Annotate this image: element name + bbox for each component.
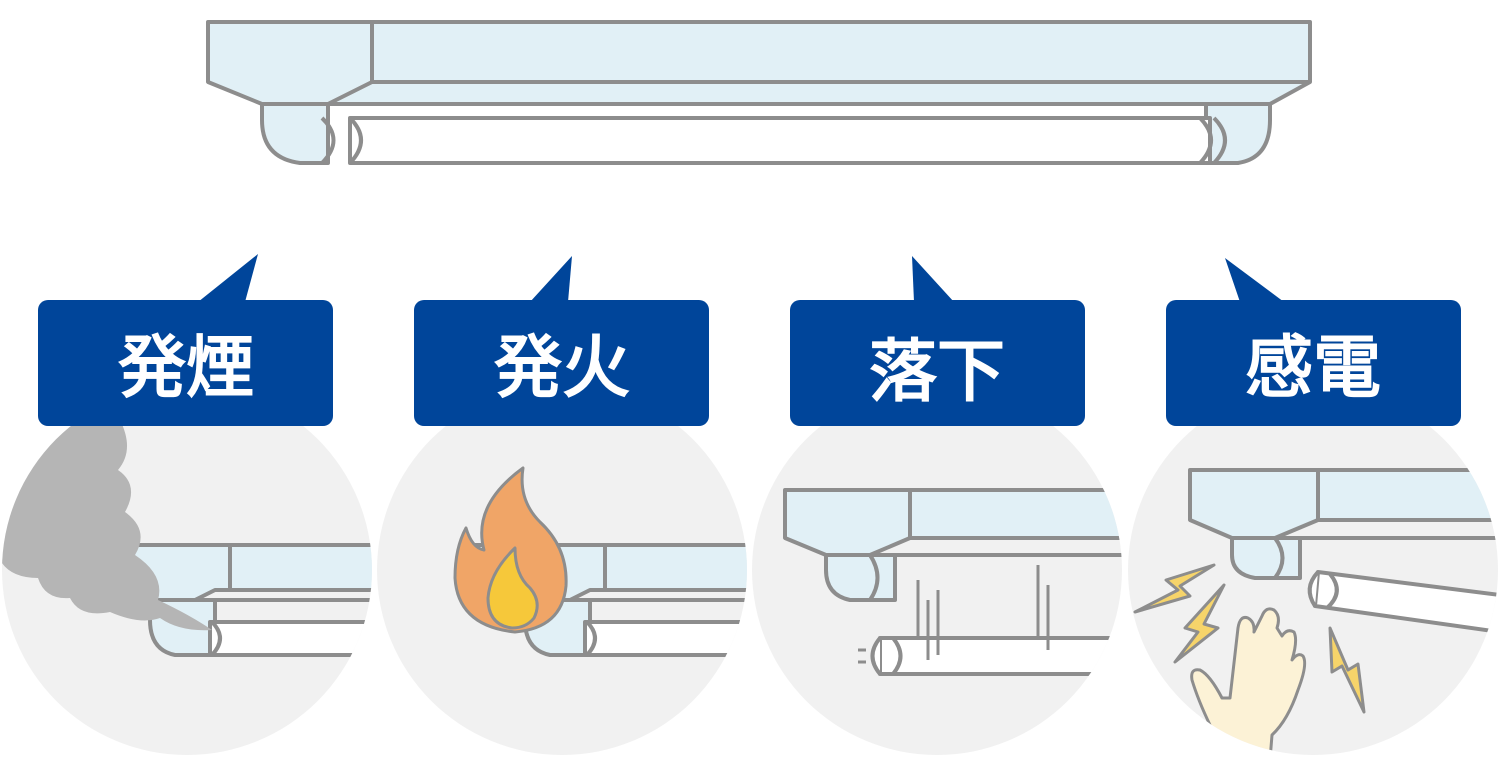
label-bubble-shock: 感電 xyxy=(1166,258,1461,426)
fixture-tube xyxy=(348,116,1212,165)
hand-icon xyxy=(1190,607,1307,755)
panel-background xyxy=(1128,385,1498,755)
falling-tube-icon xyxy=(858,565,1122,676)
panel-smoke xyxy=(2,385,372,755)
panel-fire xyxy=(377,385,747,755)
label-bubble-smoke: 発煙 xyxy=(38,254,333,426)
fixture-left-endcap xyxy=(260,102,330,165)
label-text: 感電 xyxy=(1245,329,1381,408)
fixture-closeup xyxy=(1188,468,1498,580)
panel-fall xyxy=(752,385,1122,755)
fixture-closeup xyxy=(783,488,1122,602)
label-text: 発煙 xyxy=(118,329,254,408)
label-bubble-fire: 発火 xyxy=(414,256,709,426)
fixture-right-endcap xyxy=(1204,102,1272,165)
panel-shock xyxy=(1128,385,1498,755)
flame-icon xyxy=(453,466,568,634)
label-text: 発火 xyxy=(494,329,630,408)
panel-background xyxy=(752,385,1122,755)
ceiling-light-fixture xyxy=(206,20,1312,165)
detached-tube xyxy=(1307,570,1498,634)
label-bubble-fall: 落下 xyxy=(790,256,1085,426)
smoke-icon xyxy=(2,420,212,631)
electric-shock-icon xyxy=(1133,563,1366,714)
label-text: 落下 xyxy=(869,333,1005,412)
